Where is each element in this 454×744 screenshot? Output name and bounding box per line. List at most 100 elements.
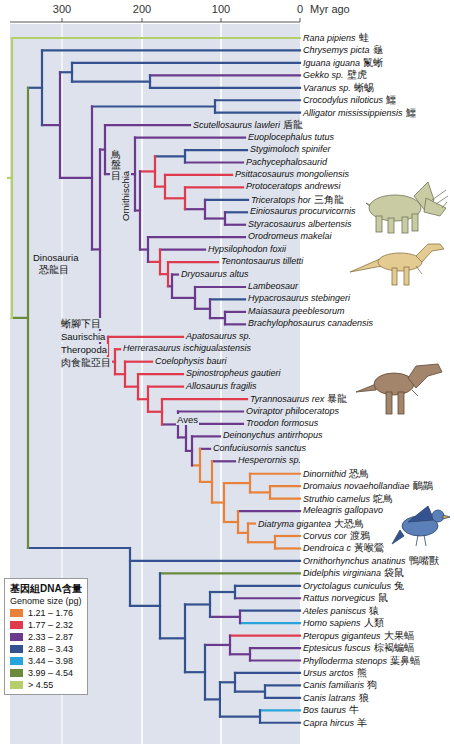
legend-text: > 4.55	[28, 680, 53, 690]
legend-swatch	[10, 669, 23, 677]
taxon-chinese: 鴨嘴獸	[409, 555, 439, 566]
taxon-row: Spinostropheus gautieri	[186, 368, 281, 379]
taxon-name: Meleagris gallopavo	[303, 505, 383, 515]
clade-label: Theropoda	[60, 344, 108, 355]
taxon-name: Ornithorhynchus anatinus	[303, 556, 406, 566]
taxon-chinese: 鱷	[386, 94, 396, 105]
tree-branch	[205, 217, 225, 219]
clade-label: Saurischia	[60, 331, 106, 342]
taxon-name: Oryctolagus cuniculus	[303, 581, 391, 591]
taxon-row: Chrysemys picta龜	[303, 44, 383, 56]
taxon-row: Coelophysis bauri	[155, 356, 227, 367]
taxon-chinese: 袋鼠	[384, 567, 404, 578]
tree-branch	[238, 532, 248, 534]
taxon-name: Scutellosaurus lawleri	[193, 120, 280, 130]
taxon-row: Homo sapiens人類	[303, 617, 384, 629]
taxon-name: Protoceratops andrewsi	[246, 181, 341, 191]
tree-branch	[212, 460, 235, 462]
tree-branch	[185, 161, 243, 163]
tree-branch	[250, 647, 300, 649]
taxon-chinese: 棕褐蝙蝠	[374, 642, 414, 653]
taxon-name: Oviraptor philoceratops	[246, 406, 339, 416]
taxon-chinese: 大恐鳥	[334, 518, 364, 529]
tree-branch	[185, 671, 205, 673]
ornithopod-figure	[350, 244, 444, 285]
taxon-name: Crocodylus niloticus	[303, 95, 383, 105]
tree-branch	[275, 535, 300, 537]
taxon-row: Ursus arctos熊	[303, 667, 367, 679]
taxon-row: Brachylophosaurus canadensis	[248, 318, 373, 329]
taxon-chinese: 熊	[357, 667, 367, 678]
legend-item: 3.44 – 3.98	[10, 656, 82, 666]
taxon-name: Phylloderma stenops	[303, 656, 387, 666]
taxon-name: Gekko sp.	[303, 70, 344, 80]
legend-swatch	[10, 645, 23, 653]
tree-branch	[72, 80, 150, 82]
taxon-row: Hypsilophodon foxii	[208, 244, 286, 255]
tree-branch	[250, 659, 300, 661]
tree-branch	[108, 336, 183, 338]
tree-branch	[160, 249, 205, 251]
tree-branch	[92, 105, 215, 107]
tree-branch	[42, 49, 300, 51]
taxon-row: Styracosaurus albertensis	[248, 219, 352, 230]
taxon-row: Capra hircus羊	[303, 717, 367, 729]
taxon-row: Didelphis virginiana袋鼠	[303, 567, 404, 579]
tree-branch	[260, 709, 300, 711]
tree-branch	[160, 273, 168, 275]
taxon-row: Psittacosaurus mongoliensis	[235, 169, 349, 180]
tree-branch	[140, 248, 148, 250]
legend-item: 3.99 – 4.54	[10, 668, 82, 678]
tree-branch	[130, 560, 300, 562]
tree-branch	[8, 177, 12, 179]
taxon-name: Tenontosaurus tilletti	[221, 256, 303, 266]
taxon-chinese: 蜥蜴	[354, 82, 374, 93]
taxon-name: Hypacrosaurus stebingeri	[248, 293, 350, 303]
taxon-row: Iguana iguana鬣蜥	[303, 57, 383, 69]
taxon-row: Dinornithid恐鳥	[303, 468, 369, 480]
clade-label: 恐龍目	[38, 264, 70, 275]
taxon-chinese: 蛙	[359, 32, 369, 43]
taxon-chinese: 鱷	[406, 107, 416, 118]
tree-branch	[178, 436, 186, 438]
legend-item: 1.77 – 2.32	[10, 620, 82, 630]
tree-branch	[212, 501, 224, 503]
taxon-name: Didelphis virginiana	[303, 568, 381, 578]
taxon-row: Tenontosaurus tilletti	[221, 256, 303, 267]
tree-branch	[210, 298, 245, 300]
taxon-row: Corvus cor渡鴉	[303, 530, 370, 542]
tree-branch	[235, 672, 300, 674]
taxon-row: Gekko sp.壁虎	[303, 69, 367, 81]
taxon-chinese: 牛	[349, 704, 359, 715]
tree-branch	[260, 722, 300, 724]
taxon-name: Herrerasaurus ischigualastensis	[123, 343, 251, 353]
taxon-name: Dryosaurus altus	[181, 269, 249, 279]
taxon-name: Corvus cor	[303, 531, 347, 541]
axis-label: 200	[133, 3, 151, 15]
taxon-name: Spinostropheus gautieri	[186, 368, 281, 378]
taxon-chinese: 人類	[364, 617, 384, 628]
legend-text: 3.44 – 3.98	[28, 656, 73, 666]
tree-branch	[60, 71, 72, 73]
taxon-row: Herrerasaurus ischigualastensis	[123, 343, 251, 354]
taxon-chinese: 鴕鳥	[373, 493, 393, 504]
taxon-name: Rattus norvegicus	[303, 593, 375, 603]
tree-branch	[150, 74, 300, 76]
tree-branch	[235, 597, 300, 599]
taxon-row: Pteropus giganteus大果蝠	[303, 630, 414, 642]
taxon-chinese: 猿	[369, 605, 379, 616]
taxon-row: Alligator mississippiensis鱷	[303, 107, 416, 119]
tree-branch	[125, 361, 152, 363]
tree-branch	[240, 622, 300, 624]
taxon-name: Chrysemys picta	[303, 45, 370, 55]
taxon-row: Allosaurus fragilis	[186, 381, 257, 392]
taxon-name: Psittacosaurus mongoliensis	[235, 169, 349, 179]
tree-branch	[148, 411, 162, 413]
tree-branch	[195, 308, 210, 310]
legend-swatch	[10, 681, 23, 689]
taxon-row: Eptesicus fuscus棕褐蝙蝠	[303, 642, 414, 654]
clade-label: 蜥腳下目	[60, 318, 102, 329]
tree-branch	[178, 410, 243, 412]
tree-branch	[42, 124, 60, 126]
taxon-row: Ornithorhynchus anatinus鴨嘴獸	[303, 555, 439, 567]
